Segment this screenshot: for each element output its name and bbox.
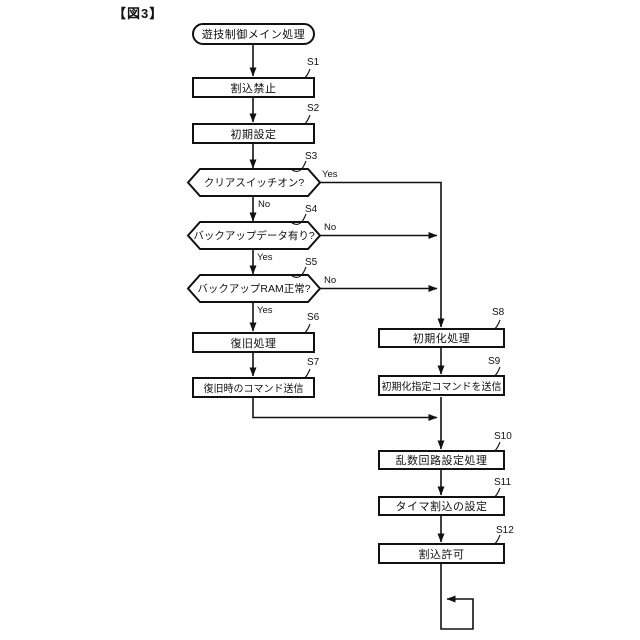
branch-s4-yes: Yes (257, 252, 273, 263)
leader-s3 (291, 160, 307, 172)
step-s8-box: 初期化処理 (378, 328, 505, 348)
step-s9-label: 初期化指定コマンドを送信 (381, 382, 502, 393)
step-s2-box: 初期設定 (192, 123, 315, 144)
decision-s4-label: バックアップデータ有り? (193, 230, 315, 242)
start-terminal-label: 遊技制御メイン処理 (201, 29, 306, 41)
step-s11-label: タイマ割込の設定 (395, 501, 488, 513)
decision-s4-label-wrap: バックアップデータ有り? (188, 222, 320, 249)
step-s10-box: 乱数回路設定処理 (378, 450, 505, 470)
step-id-s10: S10 (494, 431, 512, 442)
step-s7-box: 復旧時のコマンド送信 (192, 377, 315, 398)
step-s12-box: 割込許可 (378, 543, 505, 564)
decision-s3-label-wrap: クリアスイッチオン? (188, 169, 320, 196)
connector-s7-join (252, 397, 438, 421)
step-id-s5: S5 (305, 257, 318, 268)
step-id-s9: S9 (488, 356, 501, 367)
start-terminal: 遊技制御メイン処理 (192, 23, 315, 45)
step-s8-label: 初期化処理 (412, 333, 471, 345)
decision-s3-label: クリアスイッチオン? (203, 177, 305, 189)
step-id-s7: S7 (307, 357, 320, 368)
step-id-s2: S2 (307, 103, 320, 114)
step-s12-label: 割込許可 (418, 548, 465, 561)
branch-s4-no: No (324, 222, 337, 233)
step-s9-box: 初期化指定コマンドを送信 (378, 375, 505, 396)
branch-s5-yes: Yes (257, 305, 273, 316)
step-id-s8: S8 (492, 307, 505, 318)
decision-s5-label-wrap: バックアップRAM正常? (188, 275, 320, 302)
step-s1-label: 割込禁止 (230, 82, 277, 95)
step-s6-box: 復旧処理 (192, 332, 315, 353)
step-s2-label: 初期設定 (230, 128, 277, 141)
leader-s4 (291, 213, 307, 225)
connector-s3-yes-s8 (320, 181, 445, 328)
step-id-s6: S6 (307, 312, 320, 323)
leader-s5 (291, 266, 307, 278)
step-s1-box: 割込禁止 (192, 77, 315, 98)
step-id-s12: S12 (496, 525, 514, 536)
step-id-s11: S11 (494, 477, 512, 488)
step-s7-label: 復旧時のコマンド送信 (203, 384, 304, 395)
figure-title: 【図3】 (113, 6, 164, 21)
step-id-s3: S3 (305, 151, 318, 162)
decision-s5-label: バックアップRAM正常? (197, 283, 311, 295)
step-s6-label: 復旧処理 (230, 337, 277, 350)
connector-main-loop (440, 563, 474, 630)
step-s11-box: タイマ割込の設定 (378, 496, 505, 516)
branch-s3-no: No (258, 199, 271, 210)
branch-s5-no: No (324, 275, 337, 286)
step-id-s1: S1 (307, 57, 320, 68)
step-id-s4: S4 (305, 204, 318, 215)
branch-s3-yes: Yes (322, 169, 338, 180)
step-s10-label: 乱数回路設定処理 (395, 455, 488, 467)
